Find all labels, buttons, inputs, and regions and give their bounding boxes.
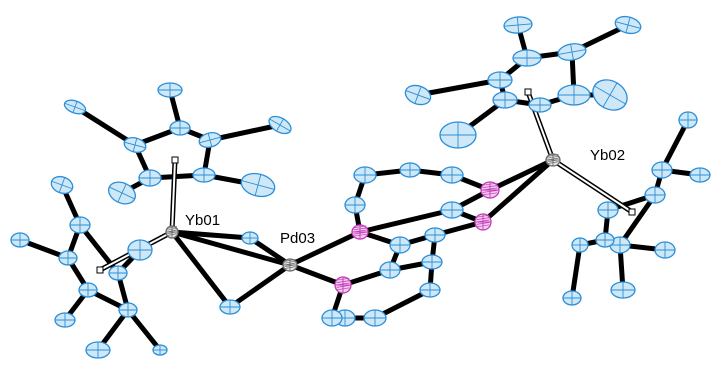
bond-c1-Pd [227,262,293,310]
atom-d2 [353,166,377,184]
atom-a7 [63,99,87,115]
centroid-marker-2 [524,88,532,96]
atom-d8 [421,254,443,270]
atom-h9 [562,290,582,306]
bond-Yb2-n4 [480,157,556,225]
label-yb01: Yb01 [185,212,220,229]
atom-b10 [85,341,111,359]
atom-h3 [651,161,673,179]
bond-c2-Pd [247,235,293,268]
atom-n3 [480,181,500,199]
atom-Yb2 [545,153,561,167]
atom-h10 [610,281,636,299]
bond-a2-a7 [72,104,138,148]
atom-h1 [597,201,619,219]
atom-b8 [127,239,153,261]
atom-n1 [351,224,369,240]
atom-f4 [487,71,513,89]
atom-f10 [592,79,628,111]
bond-Yb2-n3 [487,157,556,193]
atom-n4 [474,213,492,231]
atom-a2 [123,137,147,153]
atom-f1 [512,49,542,67]
label-yb02: Yb02 [590,147,625,164]
atom-b7 [50,175,74,195]
bond-Pd-n1 [287,229,363,268]
atom-f6 [614,15,642,35]
atom-d1 [344,196,366,214]
atom-b2 [78,282,98,298]
atom-h5 [595,232,615,248]
atom-b9 [152,344,168,356]
bond-h8-h9 [569,242,583,301]
atom-b5 [69,216,91,234]
atom-n2 [334,276,352,294]
atom-h6 [689,167,711,183]
atom-d9 [424,227,446,243]
atom-f7 [503,16,533,34]
atom-d4 [440,166,464,184]
atom-Yb1 [165,225,179,239]
atom-c1 [219,299,241,315]
atom-a10 [268,115,292,135]
atom-d7 [379,261,401,279]
atom-Pd [282,258,298,272]
atom-b3 [118,302,138,318]
atom-f5 [492,91,518,109]
atom-b6 [10,232,30,248]
atom-b4 [108,265,128,281]
atom-a4 [192,167,216,183]
atom-f2 [557,43,587,61]
centroid-marker-1 [96,266,104,274]
atom-f3 [557,84,591,106]
atom-d3 [399,162,421,178]
atom-e4 [321,309,343,327]
atom-e2 [363,309,387,327]
bond-b3-b9 [125,307,163,353]
atom-b1 [58,250,78,266]
bond-Pd-n2 [287,262,346,288]
bond-Yb1-c1 [169,229,233,310]
bond-d5-n1 [357,207,455,235]
atom-a5 [198,132,222,148]
atom-h11 [654,241,676,259]
atom-f9 [439,121,477,149]
label-pd03: Pd03 [280,230,315,247]
atom-b11 [54,312,76,328]
bond-Yb1-Pd [169,229,293,268]
atom-e3 [419,282,441,298]
atom-a9 [240,172,276,198]
atom-c2 [241,231,259,245]
atom-layer [10,15,711,359]
atom-d5 [440,201,464,219]
label-layer: Yb01 Pd03 Yb02 [185,147,625,247]
atom-h8 [571,237,589,253]
bond-h4-h2 [617,192,658,248]
bond-h3-h7 [659,117,691,173]
atom-a8 [107,181,137,205]
atom-f11 [528,97,552,113]
centroid-marker-3 [628,208,636,216]
centroid-bond-inner-3 [552,159,633,213]
atom-f8 [404,84,432,106]
bond-a5-a10 [207,122,283,143]
centroid-bond-inner-0 [171,159,176,233]
bond-f4-f8 [415,77,503,98]
atom-d6 [389,236,411,254]
atom-h2 [644,186,666,204]
bond-Yb1-c2 [169,229,253,241]
atom-a1 [169,120,191,136]
atom-h7 [678,111,698,129]
centroid-marker-0 [171,156,179,164]
atom-a6 [157,82,183,98]
atom-a3 [138,169,162,187]
